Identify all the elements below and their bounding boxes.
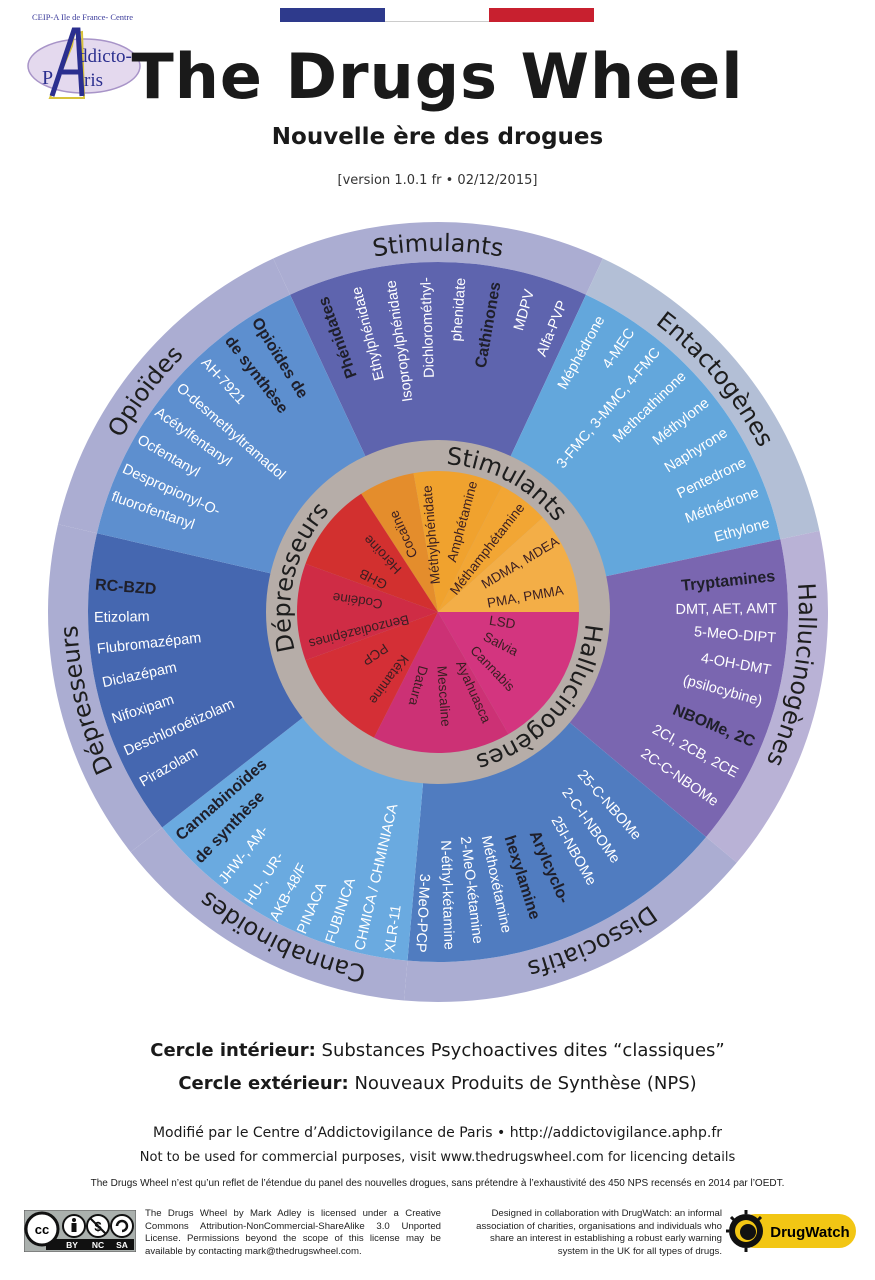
nps-item: XLR-11	[382, 904, 405, 954]
outer-band-opioides	[57, 258, 291, 534]
segment-cannabinoides	[162, 716, 424, 961]
cc-sa-label: SA	[116, 1240, 128, 1250]
page-title: The Drugs Wheel	[131, 40, 744, 113]
outer-ring: StimulantsEntactogènesHallucinogènesDiss…	[47, 221, 828, 1002]
segment-hallucinogenes	[568, 539, 788, 837]
designed-with-text: Designed in collaboration with DrugWatch…	[476, 1208, 722, 1257]
category-label-stimulants: Stimulants	[371, 229, 506, 263]
sharealike-icon	[110, 1214, 134, 1238]
flag-white	[384, 8, 490, 22]
logo-line2: ris	[84, 70, 103, 91]
nps-item: Dichlorométhyl-	[418, 277, 438, 378]
version-label: [version 1.0.1 fr • 02/12/2015]	[337, 173, 538, 188]
licensing-note: Not to be used for commercial purposes, …	[139, 1150, 736, 1165]
classic-drug-item: Mescaline	[434, 665, 453, 727]
flag-blue	[280, 8, 385, 22]
french-flag	[280, 8, 595, 22]
legend-inner-label: Cercle intérieur:	[150, 1040, 316, 1061]
drugwatch-pill	[738, 1214, 856, 1248]
outer-band-cannabinoides	[130, 827, 408, 1001]
drugwatch-label: DrugWatch	[770, 1224, 849, 1241]
segment-entactogenes	[509, 294, 781, 577]
cc-icon	[24, 1211, 60, 1247]
outer-band-stimulants	[273, 221, 603, 295]
svg-text:cc: cc	[35, 1222, 49, 1237]
inner-wedge-stimulants	[438, 517, 579, 612]
cc-nc-label: NC	[92, 1240, 104, 1250]
page-subtitle: Nouvelle ère des drogues	[271, 124, 604, 150]
inner-wedge-stimulants	[438, 486, 543, 612]
legend-outer-text: Nouveaux Produits de Synthèse (NPS)	[348, 1073, 697, 1094]
svg-text:P: P	[42, 67, 53, 89]
license-text: The Drugs Wheel by Mark Adley is license…	[145, 1208, 441, 1257]
category-label-text: Stimulants	[371, 229, 506, 263]
logo-caption: CEIP-A Ile de France- Centre	[32, 12, 133, 22]
disclaimer: The Drugs Wheel n’est qu’un reflet de l’…	[90, 1178, 785, 1189]
inner-wedge-stimulants	[413, 470, 503, 612]
drugwatch-logo: DrugWatch	[726, 1210, 856, 1252]
inner-wedge-stimulants	[361, 473, 438, 612]
legend-outer-label: Cercle extérieur:	[178, 1073, 349, 1094]
inner-wedge-hallucinogenes	[438, 612, 579, 735]
segment-opioides	[96, 294, 367, 574]
segment-dissociatifs	[407, 721, 707, 962]
nps-item: 5-MeO-DIPT	[693, 624, 776, 646]
modified-by-text: Modifié par le Centre d’Addictovigilance…	[152, 1125, 723, 1141]
legend-inner-circle: Cercle intérieur: Substances Psychoactiv…	[0, 1040, 875, 1061]
flag-red	[489, 8, 595, 22]
creative-commons-badge: cc $ BY NC SA	[24, 1210, 136, 1252]
subcategory-heading: RC-BZD	[94, 577, 156, 599]
nps-ring: PhénidatesEthylphénidateIsopropylphénida…	[87, 262, 788, 962]
addicto-paris-logo: CEIP-A Ile de France- Centre ddicto- P r…	[27, 12, 141, 99]
cc-by-label: BY	[66, 1240, 78, 1250]
outer-band-depresseurs	[47, 524, 163, 853]
logo-line1: ddicto-	[78, 46, 132, 67]
segment-depresseurs	[87, 533, 305, 828]
inner-wedge-depresseurs	[305, 612, 438, 738]
inner-wedge-hallucinogenes	[373, 612, 509, 753]
outer-band-entactogenes	[585, 258, 820, 540]
inner-wedge-depresseurs	[297, 563, 438, 661]
nps-item: phenidate	[449, 277, 469, 342]
outer-band-dissociatifs	[404, 836, 737, 1002]
nps-item: N-éthyl-kétamine	[437, 840, 456, 950]
drugs-wheel: StimulantsEntactogènesHallucinogènesDiss…	[47, 221, 828, 1002]
nps-item: DMT, AET, AMT	[675, 601, 777, 618]
inner-wedge-depresseurs	[305, 493, 438, 612]
segment-stimulants	[290, 262, 586, 458]
nps-item: 3-MeO-PCP	[412, 873, 432, 953]
legend-inner-text: Substances Psychoactives dites “classiqu…	[315, 1040, 725, 1061]
outer-band-hallucinogenes	[706, 530, 828, 863]
nps-item: Etizolam	[94, 609, 150, 626]
classic-drug-item: LSD	[488, 613, 517, 632]
classic-drug-item: Codéine	[332, 590, 384, 612]
legend-outer-circle: Cercle extérieur: Nouveaux Produits de S…	[0, 1073, 875, 1094]
